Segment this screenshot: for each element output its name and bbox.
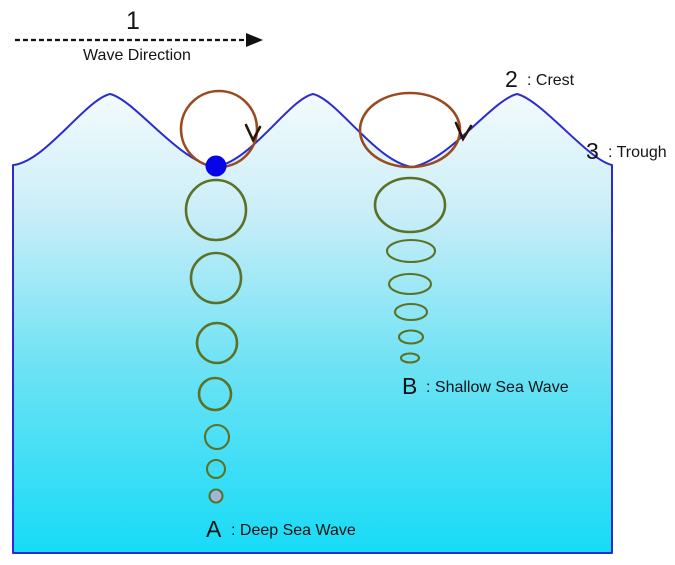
water-body xyxy=(12,93,613,554)
rotation-arrow-icon xyxy=(454,121,473,142)
wave-direction-label: Wave Direction xyxy=(83,47,191,64)
orbit-circle xyxy=(203,423,231,451)
deep-wave-orbits xyxy=(179,89,259,504)
deep-wave-letter: A xyxy=(206,516,222,542)
shallow-wave-label: : Shallow Sea Wave xyxy=(426,379,569,396)
orbit-ellipse xyxy=(393,302,429,322)
rotation-arrow-icon xyxy=(244,123,262,143)
orbit-circle xyxy=(189,251,243,305)
orbit-circle xyxy=(208,488,224,504)
wave-direction-number: 1 xyxy=(126,7,140,35)
trough-number: 3 xyxy=(586,138,599,164)
orbit-ellipse xyxy=(387,272,433,296)
trough-label: : Trough xyxy=(608,144,667,161)
orbit-circle xyxy=(184,178,248,242)
orbit-ellipse xyxy=(358,91,462,169)
crest-label: : Crest xyxy=(527,72,575,89)
orbit-circle xyxy=(195,321,239,365)
deep-wave-label: : Deep Sea Wave xyxy=(231,522,356,539)
crest-number: 2 xyxy=(505,66,518,92)
particle-dot xyxy=(205,155,227,177)
orbit-ellipse xyxy=(385,238,437,264)
orbit-ellipse xyxy=(399,352,421,364)
orbit-ellipse xyxy=(397,329,425,345)
arrowhead-icon xyxy=(246,33,263,47)
wave-direction-arrow xyxy=(15,33,263,47)
orbit-circle xyxy=(205,458,227,480)
shallow-wave-letter: B xyxy=(402,373,417,399)
orbit-circle xyxy=(197,376,233,412)
orbit-circle xyxy=(179,89,259,169)
orbit-ellipse xyxy=(373,176,447,234)
